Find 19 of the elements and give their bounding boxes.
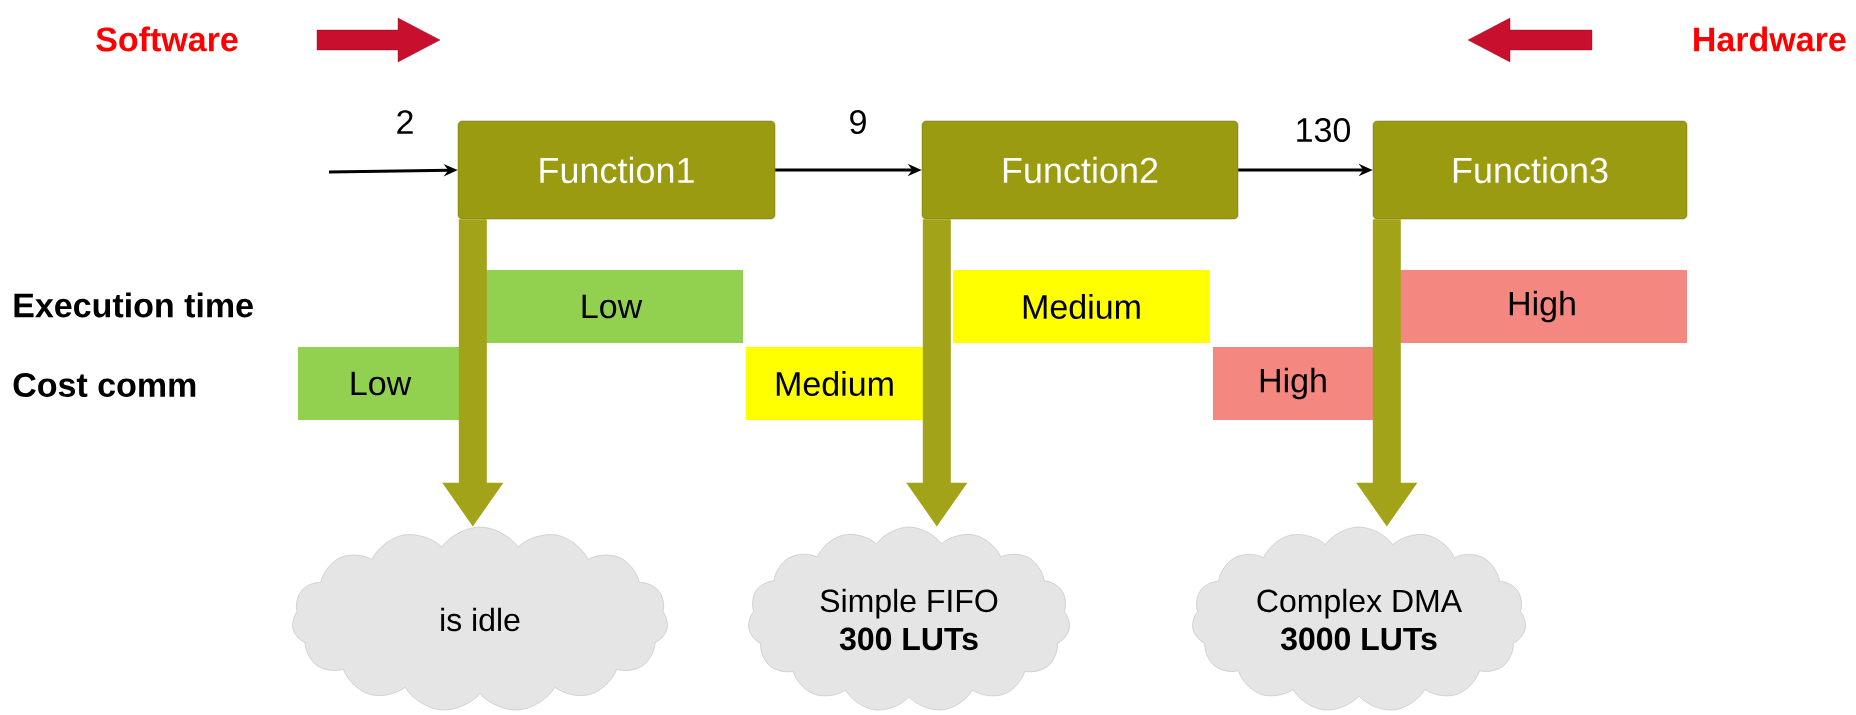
- heading-label: Hardware: [1694, 26, 1846, 52]
- row-label: Cost comm: [13, 372, 196, 398]
- cost-bar: Low: [298, 347, 462, 420]
- row-label: Execution time: [14, 292, 253, 318]
- cloud: Simple FIFO 300 LUTs: [748, 526, 1070, 711]
- edge-label: 130: [1293, 116, 1353, 144]
- function-box: Function2: [921, 120, 1239, 220]
- time-bar: Medium: [953, 270, 1210, 343]
- cloud: is idle: [292, 526, 668, 711]
- time-bar: High: [1397, 270, 1687, 343]
- time-bar: Low: [479, 270, 743, 343]
- edge-label: 2: [394, 109, 416, 135]
- edge-label: 9: [847, 108, 869, 136]
- cost-bar: Medium: [746, 347, 923, 420]
- cost-bar: High: [1213, 347, 1373, 420]
- function-box: Function1: [457, 120, 776, 220]
- cloud: Complex DMA 3000 LUTs: [1192, 526, 1526, 711]
- heading-label: Software: [96, 26, 238, 52]
- function-box: Function3: [1372, 120, 1688, 220]
